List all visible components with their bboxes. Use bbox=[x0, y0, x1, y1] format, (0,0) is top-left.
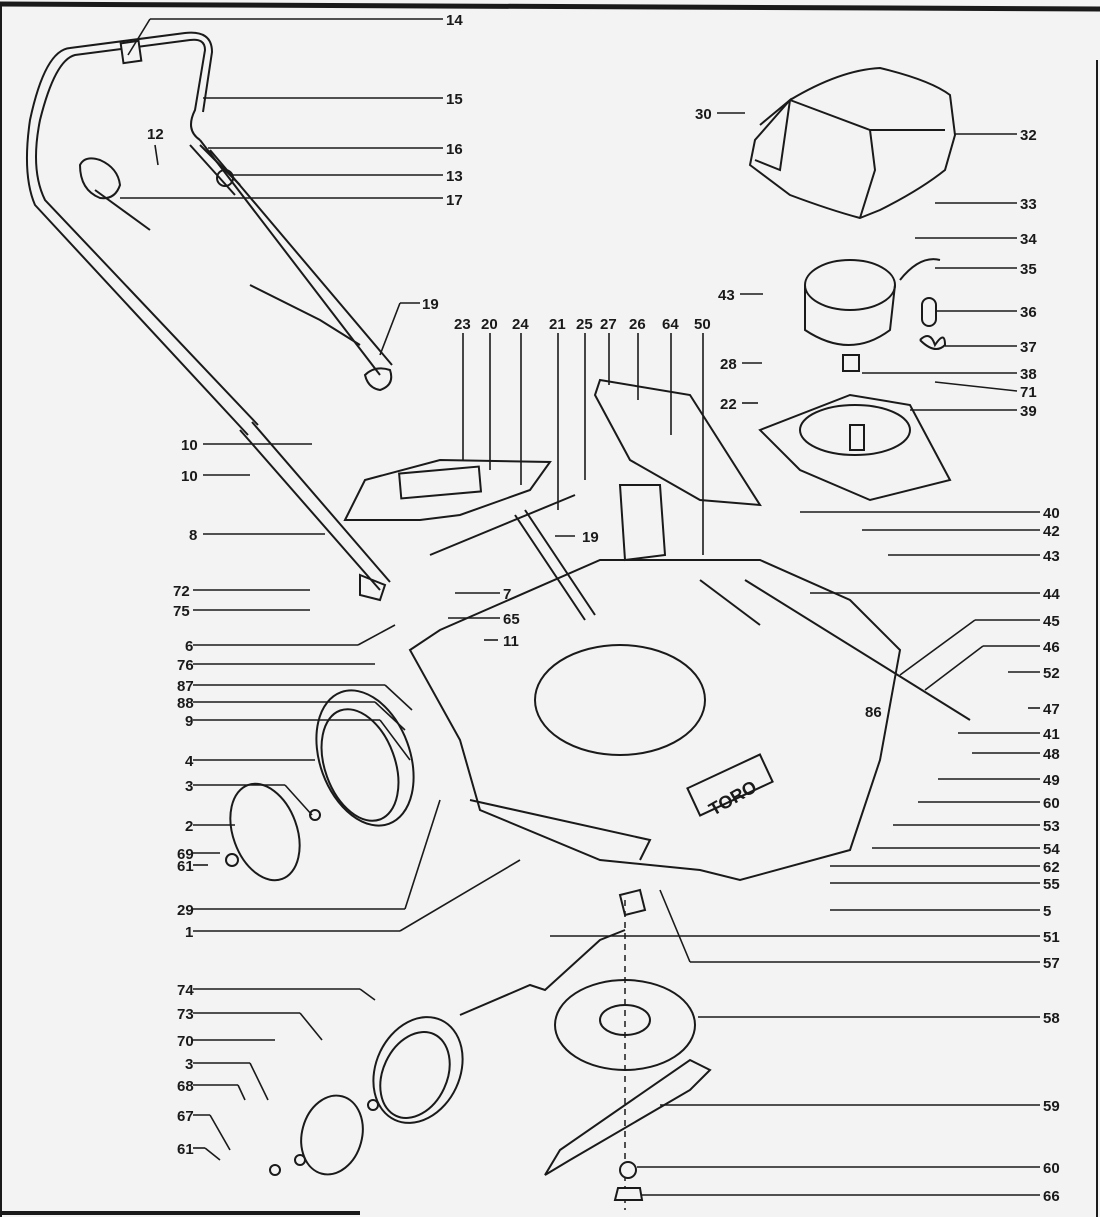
label-7: 7 bbox=[503, 586, 511, 603]
label-60: 60 bbox=[1043, 795, 1060, 812]
label-58: 58 bbox=[1043, 1010, 1060, 1027]
fan-and-blade bbox=[459, 888, 712, 1210]
label-20: 20 bbox=[481, 316, 498, 333]
label-59: 59 bbox=[1043, 1098, 1060, 1115]
label-30: 30 bbox=[695, 106, 712, 123]
label-34: 34 bbox=[1020, 231, 1037, 248]
label-36: 36 bbox=[1020, 304, 1037, 321]
label-43: 43 bbox=[718, 287, 735, 304]
label-25: 25 bbox=[576, 316, 593, 333]
label-38: 38 bbox=[1020, 366, 1037, 383]
label-41: 41 bbox=[1043, 726, 1060, 743]
part-labels: 14 15 16 13 17 12 19 23 20 24 21 25 27 2… bbox=[147, 12, 1060, 1205]
label-51: 51 bbox=[1043, 929, 1060, 946]
label-10: 10 bbox=[181, 468, 198, 485]
label-42: 42 bbox=[1043, 523, 1060, 540]
label-3: 3 bbox=[185, 778, 193, 795]
label-49: 49 bbox=[1043, 772, 1060, 789]
label-3: 3 bbox=[185, 1056, 193, 1073]
grass-chute-parts bbox=[343, 458, 971, 721]
handle-assembly bbox=[25, 31, 393, 602]
label-88: 88 bbox=[177, 695, 194, 712]
label-52: 52 bbox=[1043, 665, 1060, 682]
label-24: 24 bbox=[512, 316, 529, 333]
label-32: 32 bbox=[1020, 127, 1037, 144]
label-43: 43 bbox=[1043, 548, 1060, 565]
label-72: 72 bbox=[173, 583, 190, 600]
label-70: 70 bbox=[177, 1033, 194, 1050]
label-48: 48 bbox=[1043, 746, 1060, 763]
label-35: 35 bbox=[1020, 261, 1037, 278]
label-13: 13 bbox=[446, 168, 463, 185]
label-4: 4 bbox=[185, 753, 194, 770]
label-16: 16 bbox=[446, 141, 463, 158]
label-6: 6 bbox=[185, 638, 193, 655]
label-45: 45 bbox=[1043, 613, 1060, 630]
label-1: 1 bbox=[185, 924, 193, 941]
label-55: 55 bbox=[1043, 876, 1060, 893]
label-29: 29 bbox=[177, 902, 194, 919]
label-17: 17 bbox=[446, 192, 463, 209]
label-5: 5 bbox=[1043, 903, 1051, 920]
label-10: 10 bbox=[181, 437, 198, 454]
label-15: 15 bbox=[446, 91, 463, 108]
top-border bbox=[0, 1, 1100, 12]
label-26: 26 bbox=[629, 316, 646, 333]
label-12: 12 bbox=[147, 126, 164, 143]
leader-lines bbox=[120, 18, 1040, 1196]
label-68: 68 bbox=[177, 1078, 194, 1095]
label-75: 75 bbox=[173, 603, 190, 620]
label-65: 65 bbox=[503, 611, 520, 628]
label-57: 57 bbox=[1043, 955, 1060, 972]
label-87: 87 bbox=[177, 678, 194, 695]
label-69: 69 bbox=[177, 846, 194, 863]
label-8: 8 bbox=[189, 527, 197, 544]
wheels bbox=[225, 689, 464, 1176]
label-76: 76 bbox=[177, 657, 194, 674]
label-54: 54 bbox=[1043, 841, 1060, 858]
label-62: 62 bbox=[1043, 859, 1060, 876]
label-60: 60 bbox=[1043, 1160, 1060, 1177]
label-50: 50 bbox=[694, 316, 711, 333]
label-66: 66 bbox=[1043, 1188, 1060, 1205]
label-64: 64 bbox=[662, 316, 679, 333]
label-39: 39 bbox=[1020, 403, 1037, 420]
label-11: 11 bbox=[503, 633, 519, 650]
label-71: 71 bbox=[1020, 384, 1037, 401]
label-73: 73 bbox=[177, 1006, 194, 1023]
motor-mount bbox=[758, 393, 952, 502]
label-46: 46 bbox=[1043, 639, 1060, 656]
label-19: 19 bbox=[582, 529, 599, 546]
label-74: 74 bbox=[177, 982, 194, 999]
label-33: 33 bbox=[1020, 196, 1037, 213]
label-28: 28 bbox=[720, 356, 737, 373]
label-37: 37 bbox=[1020, 339, 1037, 356]
label-19: 19 bbox=[422, 296, 439, 313]
label-23: 23 bbox=[454, 316, 471, 333]
label-2: 2 bbox=[185, 818, 193, 835]
label-14: 14 bbox=[446, 12, 463, 29]
label-40: 40 bbox=[1043, 505, 1060, 522]
motor-cover bbox=[748, 66, 957, 220]
label-44: 44 bbox=[1043, 586, 1060, 603]
label-9: 9 bbox=[185, 713, 193, 730]
label-86: 86 bbox=[865, 704, 882, 721]
label-27: 27 bbox=[600, 316, 617, 333]
label-21: 21 bbox=[549, 316, 566, 333]
label-22: 22 bbox=[720, 396, 737, 413]
label-47: 47 bbox=[1043, 701, 1060, 718]
label-67: 67 bbox=[177, 1108, 194, 1125]
label-53: 53 bbox=[1043, 818, 1060, 835]
motor bbox=[804, 258, 947, 372]
label-61: 61 bbox=[177, 1141, 194, 1158]
label-61: 61 bbox=[177, 858, 194, 875]
